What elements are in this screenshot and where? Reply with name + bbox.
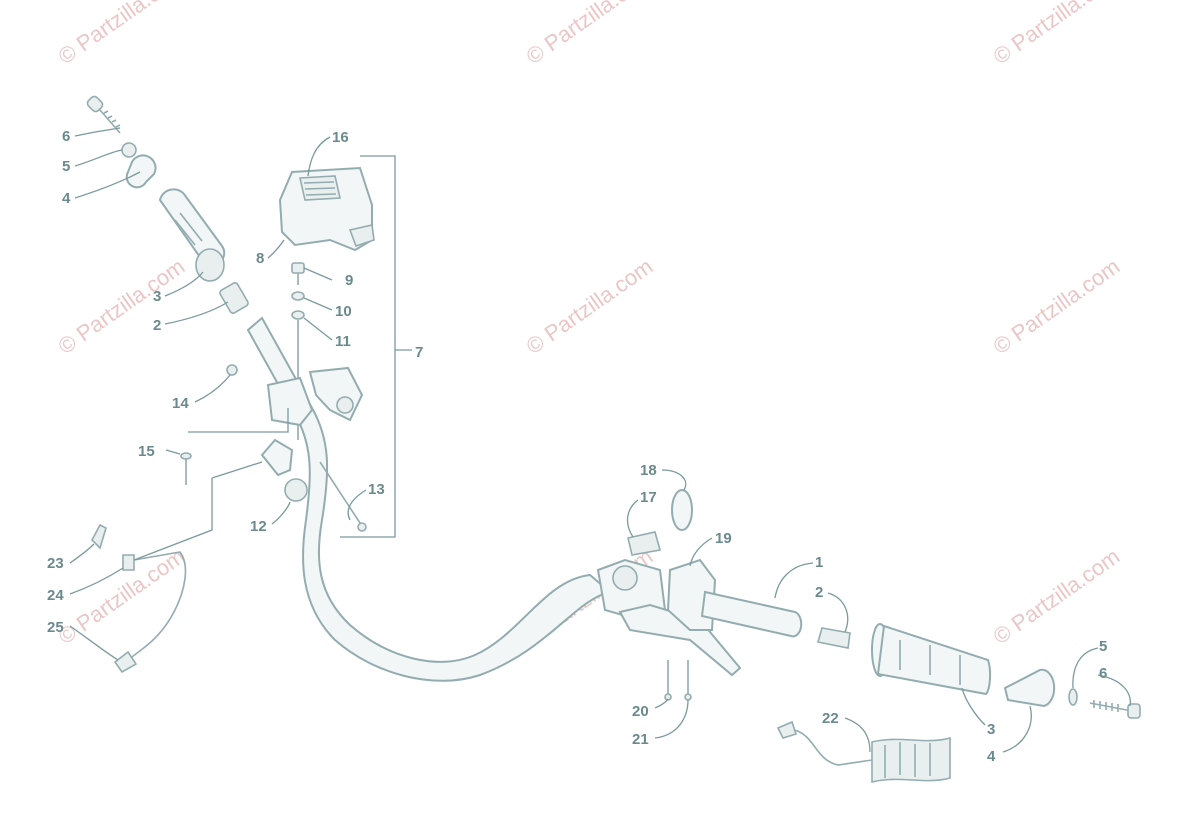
watermark: © Partzilla.com	[989, 0, 1125, 69]
callout-labels: 6 5 4 3 2 16 8 9 10 11 7 14 15 13 12 23 …	[47, 128, 1107, 765]
bracket-switch	[122, 551, 187, 661]
stop-switch	[113, 650, 138, 674]
callout-9: 9	[345, 272, 353, 289]
switch-washer-a	[291, 291, 305, 301]
lever-clamp-left	[260, 438, 308, 502]
bar-end-bolt-right	[1089, 700, 1141, 719]
throttle-tube	[700, 590, 803, 638]
washer-right	[1068, 688, 1078, 706]
watermark: © Partzilla.com	[54, 544, 190, 650]
callout-25: 25	[47, 619, 64, 636]
callout-5-right: 5	[1099, 638, 1107, 655]
wire-boot	[91, 523, 107, 550]
throttle-ring	[671, 489, 693, 531]
callout-7: 7	[415, 344, 423, 361]
callout-5-left: 5	[62, 158, 70, 175]
callout-19: 19	[715, 530, 732, 547]
watermark: © Partzilla.com	[54, 254, 190, 360]
callout-22: 22	[822, 710, 839, 727]
callout-16: 16	[332, 129, 349, 146]
leader-lines	[69, 127, 1131, 753]
callout-13: 13	[368, 481, 385, 498]
switch-washer-b	[291, 310, 305, 320]
bar-end-weight-left	[125, 154, 157, 189]
grip-sleeve-left	[219, 282, 249, 314]
watermark: © Partzilla.com	[522, 254, 658, 360]
callout-17: 17	[640, 489, 657, 506]
callout-4-right: 4	[987, 748, 996, 765]
callout-4-left: 4	[62, 190, 71, 207]
callout-15: 15	[138, 443, 155, 460]
callout-8: 8	[256, 250, 264, 267]
callout-14: 14	[172, 395, 189, 412]
grip-left	[158, 188, 226, 282]
callout-3-left: 3	[153, 288, 161, 305]
callout-18: 18	[640, 462, 657, 479]
switch-screw	[291, 262, 305, 285]
bar-end-weight-right	[1003, 668, 1056, 708]
grip-sleeve-right	[816, 627, 851, 649]
callout-23: 23	[47, 555, 64, 572]
grip-right	[871, 623, 992, 696]
watermark: © Partzilla.com	[54, 0, 190, 69]
washer-left	[121, 142, 137, 158]
callout-20: 20	[632, 703, 649, 720]
callout-3-right: 3	[987, 721, 995, 738]
callout-2-right: 2	[815, 584, 823, 601]
callout-10: 10	[335, 303, 352, 320]
callout-24: 24	[47, 587, 64, 604]
switch-housing-lower	[266, 366, 364, 427]
clamp-screw-head	[357, 522, 367, 532]
switch-housing-upper	[278, 166, 375, 252]
callout-6-right: 6	[1099, 665, 1107, 682]
bar-end-bolt-left	[86, 95, 121, 134]
callout-11: 11	[335, 333, 351, 350]
grip-heater	[776, 720, 951, 784]
callout-12: 12	[250, 518, 267, 535]
watermark: © Partzilla.com	[989, 254, 1125, 360]
watermarks: © Partzilla.com © Partzilla.com © Partzi…	[54, 0, 1125, 649]
watermark: © Partzilla.com	[989, 544, 1125, 650]
watermark: © Partzilla.com	[522, 0, 658, 69]
callout-6-left: 6	[62, 128, 70, 145]
clamp-bolt	[180, 452, 192, 485]
callout-21: 21	[632, 731, 649, 748]
lever-screws	[664, 660, 692, 701]
clamp-screw	[319, 461, 363, 527]
callout-2-left: 2	[153, 317, 161, 334]
nut	[226, 364, 238, 376]
right-switch-cover	[627, 531, 662, 556]
callout-1: 1	[815, 554, 823, 571]
